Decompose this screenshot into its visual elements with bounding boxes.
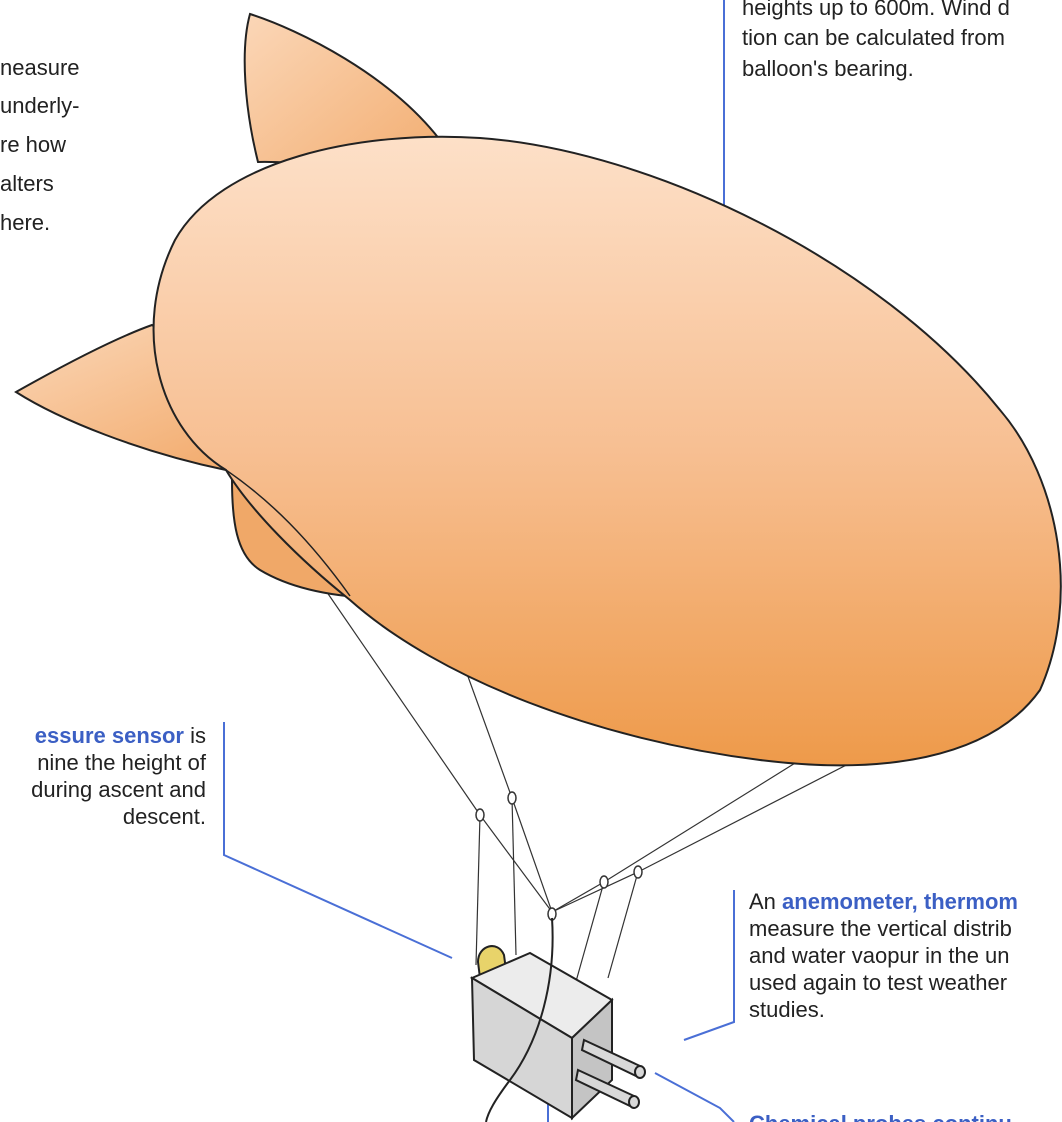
anemometer-callout-line bbox=[684, 890, 734, 1040]
pressure-sensor-term: essure sensor bbox=[35, 723, 184, 748]
chemical-probes-caption: Chemical probes continu bbox=[749, 1110, 1062, 1122]
pressure-sensor-line: during ascent and bbox=[0, 776, 206, 803]
anemometer-term: anemometer, thermom bbox=[782, 889, 1018, 914]
intro-line: here. bbox=[0, 209, 50, 236]
probe-callout-line bbox=[655, 1073, 734, 1122]
pressure-sensor-text: is bbox=[184, 723, 206, 748]
balloon-body bbox=[154, 137, 1061, 766]
anemometer-line: measure the vertical distrib bbox=[749, 915, 1062, 942]
chemical-probes-term: Chemical probes continu bbox=[749, 1111, 1012, 1122]
pressure-sensor-caption: essure sensor is nine the height of duri… bbox=[0, 722, 206, 830]
pressure-sensor-line: nine the height of bbox=[0, 749, 206, 776]
anemometer-line: used again to test weather bbox=[749, 969, 1062, 996]
anemometer-line: and water vaopur in the un bbox=[749, 942, 1062, 969]
anemometer-prefix: An bbox=[749, 889, 782, 914]
intro-line: alters bbox=[0, 170, 54, 197]
instrument-box-icon bbox=[472, 946, 645, 1118]
wind-caption-line: heights up to 600m. Wind d bbox=[742, 0, 1010, 21]
wind-caption-line: balloon's bearing. bbox=[742, 55, 914, 82]
intro-line: underly- bbox=[0, 92, 79, 119]
intro-line: re how bbox=[0, 131, 66, 158]
tether-rings bbox=[476, 792, 642, 920]
pressure-sensor-line: descent. bbox=[0, 803, 206, 830]
wind-caption-line: tion can be calculated from bbox=[742, 24, 1005, 51]
anemometer-caption: An anemometer, thermom measure the verti… bbox=[749, 888, 1062, 1023]
pressure-callout-line bbox=[224, 722, 452, 958]
anemometer-line: studies. bbox=[749, 996, 1062, 1023]
intro-line: neasure bbox=[0, 54, 80, 81]
